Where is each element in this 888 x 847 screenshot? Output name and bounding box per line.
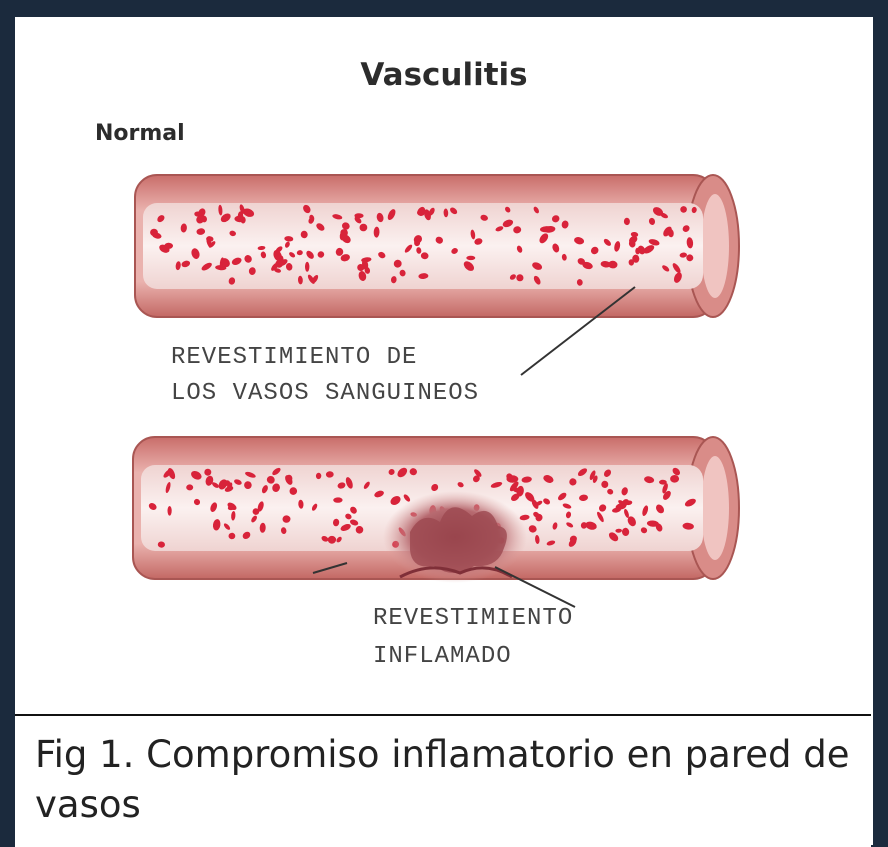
figure-title: Vasculitis (15, 57, 873, 93)
blood-cell (507, 475, 519, 482)
normal-vessel (135, 175, 739, 317)
blood-cell (305, 262, 309, 272)
inflamed-label-line2: INFLAMADO (373, 643, 512, 670)
blood-cell (328, 536, 336, 544)
figure-frame: Vasculitis Normal REVESTIMIENTO DE LOS V… (15, 17, 873, 845)
caption-box: Fig 1. Compromiso inflamatorio en pared … (15, 714, 871, 847)
lining-label-line1: REVESTIMIENTO DE (171, 344, 417, 371)
normal-label: Normal (95, 121, 185, 146)
inflammation-area (383, 491, 527, 583)
inflamed-vessel (133, 437, 739, 583)
blood-cell (168, 506, 172, 516)
vessel-opening-inner (701, 194, 729, 298)
inflamed-label-line1: REVESTIMIENTO (373, 605, 573, 632)
blood-cell (466, 256, 475, 260)
vessel-opening-inner (701, 456, 729, 560)
figure-caption: Fig 1. Compromiso inflamatorio en pared … (35, 730, 861, 830)
lining-label-line2: LOS VASOS SANGUINEOS (171, 380, 479, 407)
